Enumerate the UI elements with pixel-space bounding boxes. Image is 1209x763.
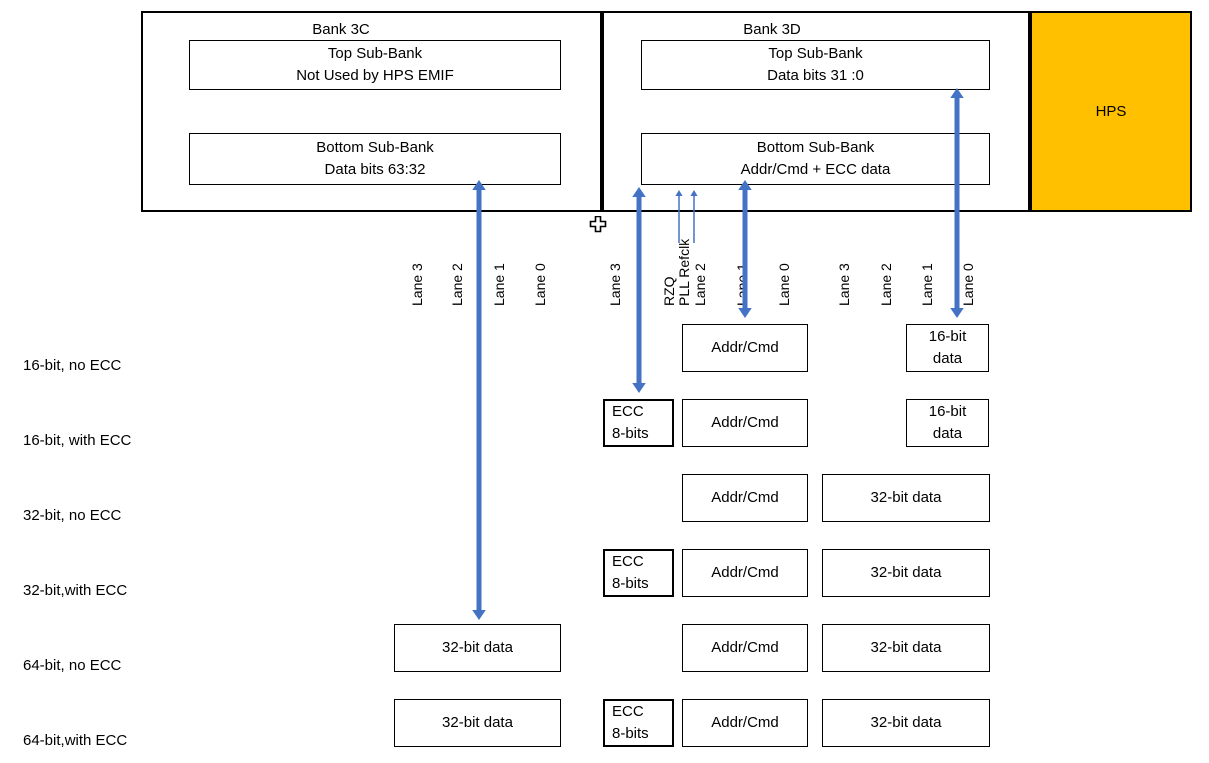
config-row-label-32-bit-with-ecc: 32-bit,with ECC (23, 582, 128, 599)
cell-32-bit-with-ecc-addrcmd: Addr/Cmd (682, 549, 808, 597)
cell-64-bit-with-ecc-addrcmd: Addr/Cmd (682, 699, 808, 747)
bank-3d-bottom-sub-bank-line1: Bottom Sub-Bank (756, 139, 875, 157)
config-row-label-64-bit-with-ecc: 64-bit,with ECC (23, 732, 128, 749)
cell-text: 32-bit data (870, 564, 942, 582)
cell-text: 32-bit data (870, 714, 942, 732)
hps-block: HPS (1030, 11, 1192, 212)
cell-32-bit-with-ecc-ecc: ECC 8-bits (603, 549, 674, 597)
lane-label-r-lane0: Lane 0 (960, 263, 976, 306)
arrow-head (472, 610, 486, 620)
cell-text: 16-bit (928, 403, 967, 421)
cell-16-bit-with-ecc-data: 16-bit data (906, 399, 989, 447)
cell-text: 8-bits (612, 725, 649, 742)
cell-text: ECC (612, 553, 644, 571)
crosshair-cursor-icon (589, 216, 607, 233)
cell-16-bit-with-ecc-ecc: ECC 8-bits (603, 399, 674, 447)
bank-3c-top-sub-bank: Top Sub-Bank Not Used by HPS EMIF (189, 40, 561, 90)
lane-label-l3d-lane2: Lane 2 (692, 263, 708, 306)
cell-text: 32-bit data (442, 714, 513, 732)
cell-text: 8-bits (612, 425, 649, 442)
lane-label-l3d-lane3: Lane 3 (607, 263, 623, 306)
arrow-head (738, 308, 752, 318)
cell-16-bit-with-ecc-addrcmd: Addr/Cmd (682, 399, 808, 447)
bank-3d-title: Bank 3D (743, 21, 801, 38)
cell-32-bit-no-ecc-addrcmd: Addr/Cmd (682, 474, 808, 522)
config-row-label-32-bit-no-ecc: 32-bit, no ECC (23, 507, 122, 524)
arrow-head (950, 308, 964, 318)
cell-text: 8-bits (612, 575, 649, 592)
lane-label-l3d-lane1: Lane 1 (734, 263, 750, 306)
bank-3d-top-sub-bank-line2: Data bits 31 :0 (767, 67, 864, 84)
cell-16-bit-no-ecc-data: 16-bit data (906, 324, 989, 372)
cell-text: Addr/Cmd (711, 564, 779, 582)
cell-text: 32-bit data (870, 489, 942, 507)
cell-64-bit-with-ecc-data-hi: 32-bit data (394, 699, 561, 747)
cell-16-bit-no-ecc-addrcmd: Addr/Cmd (682, 324, 808, 372)
cell-text: Addr/Cmd (711, 489, 779, 507)
cell-text: 16-bit (928, 328, 967, 346)
lane-label-pll-refclk: PLL Refclk (676, 238, 692, 306)
lane-label-r-lane2: Lane 2 (878, 263, 894, 306)
lane-label-l3d-lane0: Lane 0 (776, 263, 792, 306)
config-row-label-16-bit-with-ecc: 16-bit, with ECC (23, 432, 132, 449)
bank-3d-top-sub-bank-line1: Top Sub-Bank (768, 45, 863, 63)
lane-label-r-lane1: Lane 1 (919, 263, 935, 306)
cell-64-bit-with-ecc-data: 32-bit data (822, 699, 990, 747)
lane-label-r-lane3: Lane 3 (836, 263, 852, 306)
bank-3c-bottom-sub-bank-line2: Data bits 63:32 (324, 161, 426, 178)
bank-3c-top-sub-bank-line1: Top Sub-Bank (327, 45, 423, 63)
lane-label-l3c-lane0: Lane 0 (532, 263, 548, 306)
lane-label-l3c-lane2: Lane 2 (449, 263, 465, 306)
bank-3d-top-sub-bank: Top Sub-Bank Data bits 31 :0 (641, 40, 990, 90)
cell-text: data (932, 350, 963, 367)
arrow-head (632, 383, 646, 393)
lane-label-l3c-lane1: Lane 1 (491, 263, 507, 306)
bank-3d-bottom-sub-bank-line2: Addr/Cmd + ECC data (740, 161, 891, 178)
cell-32-bit-no-ecc-data: 32-bit data (822, 474, 990, 522)
hps-label: HPS (1095, 103, 1127, 120)
cell-64-bit-no-ecc-data-hi: 32-bit data (394, 624, 561, 672)
cell-64-bit-no-ecc-data: 32-bit data (822, 624, 990, 672)
config-row-label-64-bit-no-ecc: 64-bit, no ECC (23, 657, 122, 674)
cell-text: ECC (612, 703, 644, 721)
cell-text: ECC (612, 403, 644, 421)
cell-text: 32-bit data (442, 639, 513, 657)
bank-3d-bottom-sub-bank: Bottom Sub-Bank Addr/Cmd + ECC data (641, 133, 990, 185)
cell-text: data (932, 425, 963, 442)
cell-text: Addr/Cmd (711, 639, 779, 657)
cell-64-bit-with-ecc-ecc: ECC 8-bits (603, 699, 674, 747)
cell-64-bit-no-ecc-addrcmd: Addr/Cmd (682, 624, 808, 672)
bank-3c-bottom-sub-bank: Bottom Sub-Bank Data bits 63:32 (189, 133, 561, 185)
bank-3c-top-sub-bank-line2: Not Used by HPS EMIF (296, 67, 454, 84)
cell-text: Addr/Cmd (711, 414, 779, 432)
lane-label-rzq: RZQ (661, 276, 677, 306)
arrow-bank3c-lane2 (472, 180, 486, 620)
arrow-bank3d-lane3 (632, 187, 646, 393)
cell-32-bit-with-ecc-data: 32-bit data (822, 549, 990, 597)
bank-3c-title: Bank 3C (312, 21, 370, 38)
lane-label-l3c-lane3: Lane 3 (409, 263, 425, 306)
cell-text: Addr/Cmd (711, 339, 779, 357)
cell-text: Addr/Cmd (711, 714, 779, 732)
cell-text: 32-bit data (870, 639, 942, 657)
config-row-label-16-bit-no-ecc: 16-bit, no ECC (23, 357, 122, 374)
bank-3c-bottom-sub-bank-line1: Bottom Sub-Bank (316, 139, 434, 157)
